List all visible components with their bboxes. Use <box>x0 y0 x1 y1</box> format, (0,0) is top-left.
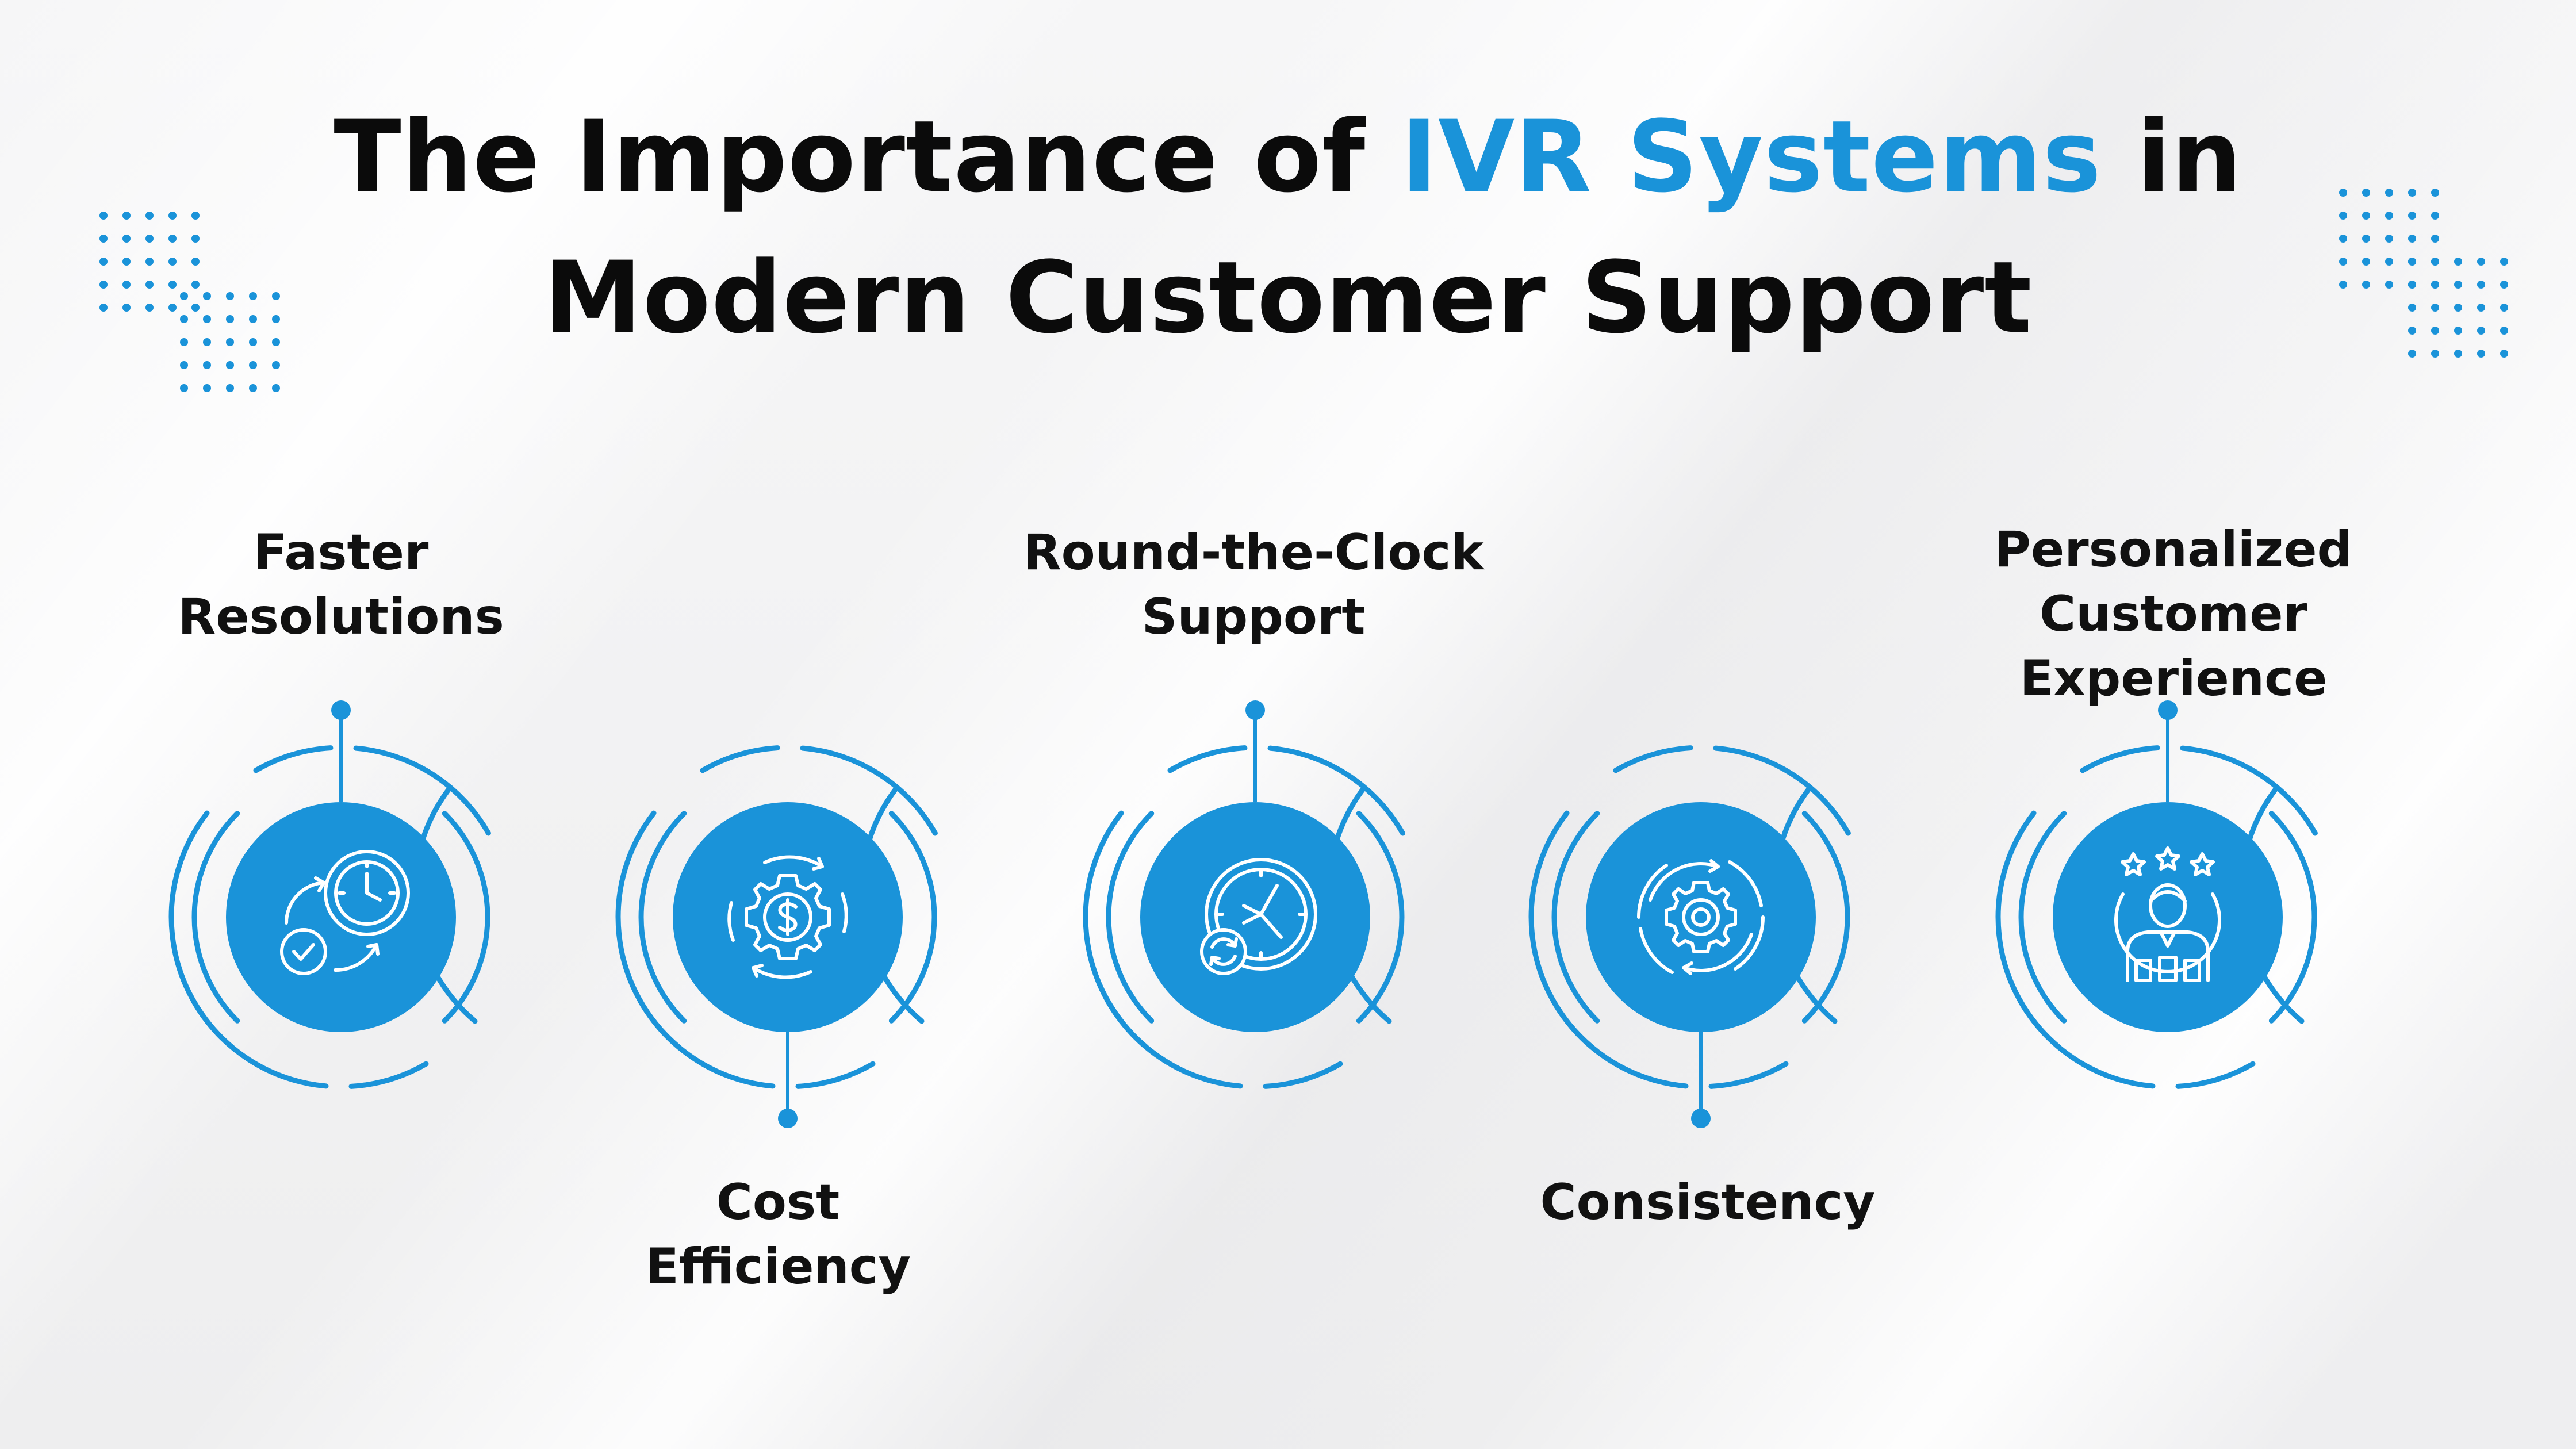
dot-grid-left <box>99 212 280 392</box>
label-round-the-clock-support: Round-the-Clock Support <box>966 520 1541 649</box>
label-faster-resolutions: Faster Resolutions <box>53 520 628 649</box>
clock-check-icon <box>280 850 410 975</box>
gear-cycle-icon <box>1636 859 1765 975</box>
dot-grid-right <box>2339 189 2508 358</box>
title-highlight: IVR Systems <box>1401 99 2102 214</box>
node-consistency <box>1531 748 1848 1128</box>
label-line1: Round-the-Clock <box>1023 524 1484 581</box>
label-personalized-customer-experience: Personalized Customer Experience <box>1886 518 2461 711</box>
label-line1: Faster <box>253 524 429 581</box>
label-line1: Cost <box>716 1174 840 1231</box>
label-line1: Personalized <box>1994 521 2353 578</box>
label-line2: Support <box>1141 588 1366 646</box>
gear-dollar-icon <box>727 855 848 979</box>
label-line1: Consistency <box>1540 1174 1876 1231</box>
person-stars-icon <box>2114 846 2221 982</box>
title-part2: in <box>2102 99 2242 214</box>
label-cost-efficiency: Cost Efficiency <box>490 1170 1065 1299</box>
node-round-the-clock-support <box>1086 700 1402 1086</box>
title-line2: Modern Customer Support <box>543 240 2033 355</box>
title-part1: The Importance of <box>334 99 1401 214</box>
node-faster-resolutions <box>171 700 488 1086</box>
label-consistency: Consistency <box>1420 1170 1995 1235</box>
node-personalized-customer-experience <box>1998 700 2315 1086</box>
node-cost-efficiency <box>618 748 935 1128</box>
label-line2: Efficiency <box>645 1238 911 1295</box>
label-line2: Customer Experience <box>2019 585 2328 707</box>
clock-refresh-icon <box>1200 858 1317 975</box>
label-line2: Resolutions <box>178 588 504 646</box>
